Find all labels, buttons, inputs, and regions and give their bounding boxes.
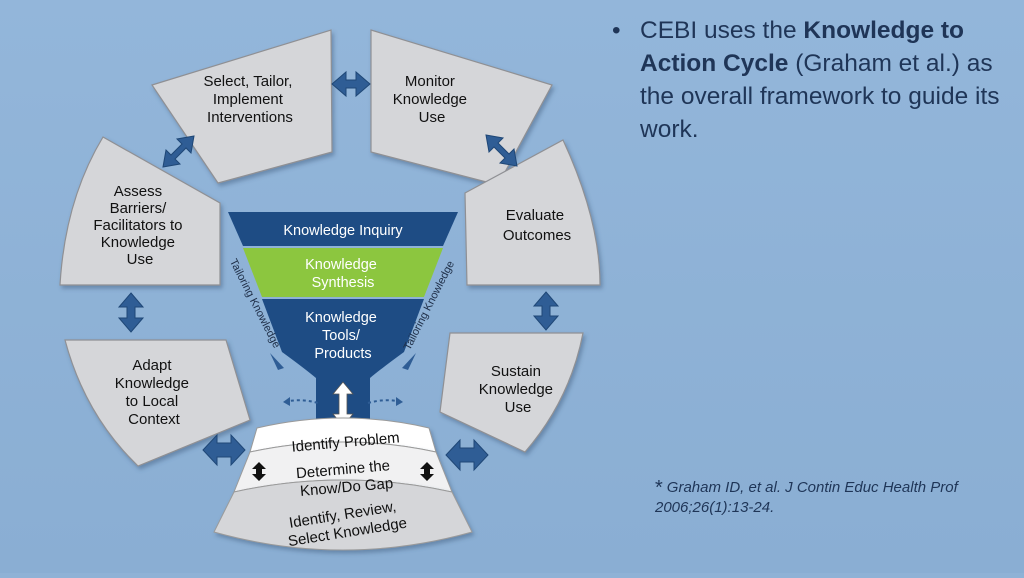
bullet-bold: Knowledge to Action Cycle [640, 17, 965, 77]
citation-star: * [655, 477, 663, 499]
dotted-arrowhead-left [283, 397, 290, 406]
cycle-arrow-select-monitor [331, 70, 371, 98]
bullet-marker: • [612, 17, 621, 44]
cycle-segment-adapt: Adapt Knowledge to Local Context [64, 339, 251, 467]
segment-label: Assess Barriers/ Facilitators to Knowled… [93, 183, 186, 268]
citation-text: Graham ID, et al. J Contin Educ Health P… [655, 479, 958, 516]
segment-label: Monitor Knowledge Use [393, 73, 471, 126]
base-review-band [213, 479, 473, 551]
cycle-arrow-monitor-evaluate [485, 134, 518, 167]
framework-bullet: • CEBI uses the Knowledge to Action Cycl… [612, 14, 1012, 146]
bullet-suffix: (Graham et al.) as the overall framework… [640, 50, 1000, 143]
cycle-arrow-evaluate-sustain [532, 291, 560, 331]
knowledge-creation-funnel: Knowledge Inquiry Knowledge Synthesis Kn… [228, 212, 458, 430]
segment-label: Select, Tailor, Implement Interventions [203, 73, 296, 126]
bullet-prefix: CEBI uses the [640, 17, 804, 44]
cycle-segment-assess: Assess Barriers/ Facilitators to Knowled… [59, 136, 221, 286]
funnel-inquiry-band [228, 212, 458, 246]
dotted-arrowhead-right [396, 397, 403, 406]
cycle-arrow-sustain-base [445, 438, 489, 472]
cycle-arrow-assess-select [162, 135, 195, 168]
citation: *Graham ID, et al. J Contin Educ Health … [655, 478, 995, 518]
cycle-arrow-adapt-assess [117, 292, 145, 333]
funnel-synthesis-label: Knowledge Synthesis [305, 257, 381, 291]
cycle-segment-select: Select, Tailor, Implement Interventions [151, 29, 333, 184]
funnel-tools-band [262, 299, 424, 430]
cycle-arrow-base-adapt [202, 433, 246, 467]
funnel-tools-label: Knowledge Tools/ Products [305, 310, 381, 362]
tailoring-arrowhead-left [270, 353, 284, 370]
segment-label: Sustain Knowledge Use [479, 363, 557, 416]
cycle-segment-monitor: Monitor Knowledge Use [370, 29, 553, 186]
base-determine-label: Determine the Know/Do Gap [295, 457, 396, 500]
bullet-text: CEBI uses the Knowledge to Action Cycle … [640, 14, 1012, 146]
funnel-synthesis-band [243, 248, 443, 297]
segment-label: Evaluate Outcomes [503, 207, 571, 244]
cycle-segment-sustain: Sustain Knowledge Use [439, 332, 584, 453]
base-arrow-left [252, 462, 266, 481]
tailoring-arrowhead-right [402, 353, 416, 370]
base-arrow-right [420, 462, 434, 481]
segment-label: Adapt Knowledge to Local Context [115, 357, 193, 428]
cycle-segment-evaluate: Evaluate Outcomes [464, 139, 601, 286]
base-arc: Identify Problem Determine the Know/Do G… [213, 417, 473, 551]
funnel-inquiry-label: Knowledge Inquiry [283, 223, 403, 239]
